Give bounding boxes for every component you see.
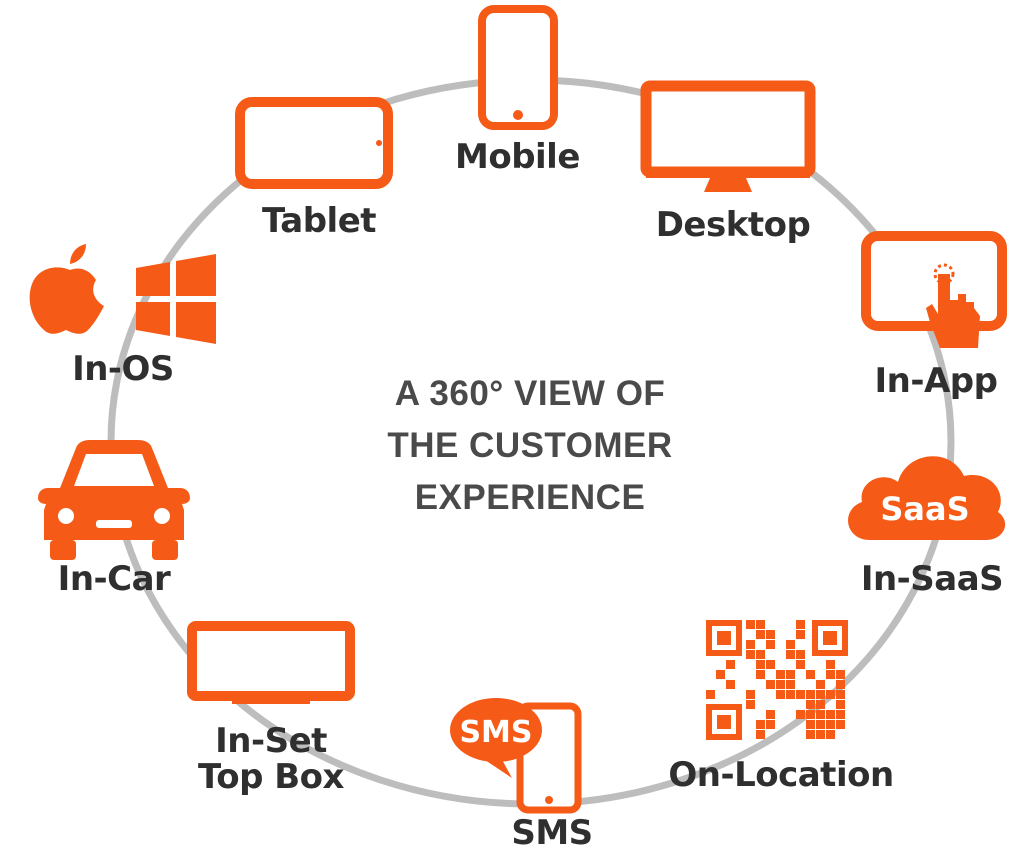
cloud-icon: SaaS bbox=[848, 456, 1006, 540]
tablet-touch-icon bbox=[861, 231, 1007, 348]
label-in-set-top-box-line2: Top Box bbox=[198, 757, 344, 797]
car-icon bbox=[38, 440, 190, 560]
label-in-app: In-App bbox=[874, 361, 998, 401]
center-title-line2: THE CUSTOMER bbox=[387, 426, 673, 465]
label-mobile: Mobile bbox=[455, 137, 580, 177]
label-in-os: In-OS bbox=[72, 349, 174, 389]
label-desktop: Desktop bbox=[655, 205, 811, 245]
tv-icon bbox=[187, 621, 355, 704]
tablet-icon bbox=[235, 97, 393, 189]
saas-badge-text: SaaS bbox=[880, 490, 969, 528]
qr-code-icon bbox=[706, 620, 848, 740]
apple-windows-icon bbox=[29, 244, 216, 344]
center-title: A 360° VIEW OF THE CUSTOMER EXPERIENCE bbox=[330, 368, 730, 524]
sms-phone-icon: SMS bbox=[450, 698, 582, 814]
label-in-saas: In-SaaS bbox=[860, 559, 1004, 599]
label-sms: SMS bbox=[511, 813, 593, 852]
center-title-line3: EXPERIENCE bbox=[414, 478, 646, 517]
center-title-line1: A 360° VIEW OF bbox=[394, 374, 666, 413]
smartphone-icon bbox=[478, 5, 558, 130]
monitor-icon bbox=[640, 80, 816, 192]
label-in-set-top-box-line1: In-Set bbox=[215, 721, 327, 761]
label-on-location: On-Location bbox=[668, 755, 894, 795]
label-in-car: In-Car bbox=[57, 559, 171, 599]
sms-bubble-text: SMS bbox=[459, 715, 532, 750]
label-tablet: Tablet bbox=[261, 201, 377, 241]
